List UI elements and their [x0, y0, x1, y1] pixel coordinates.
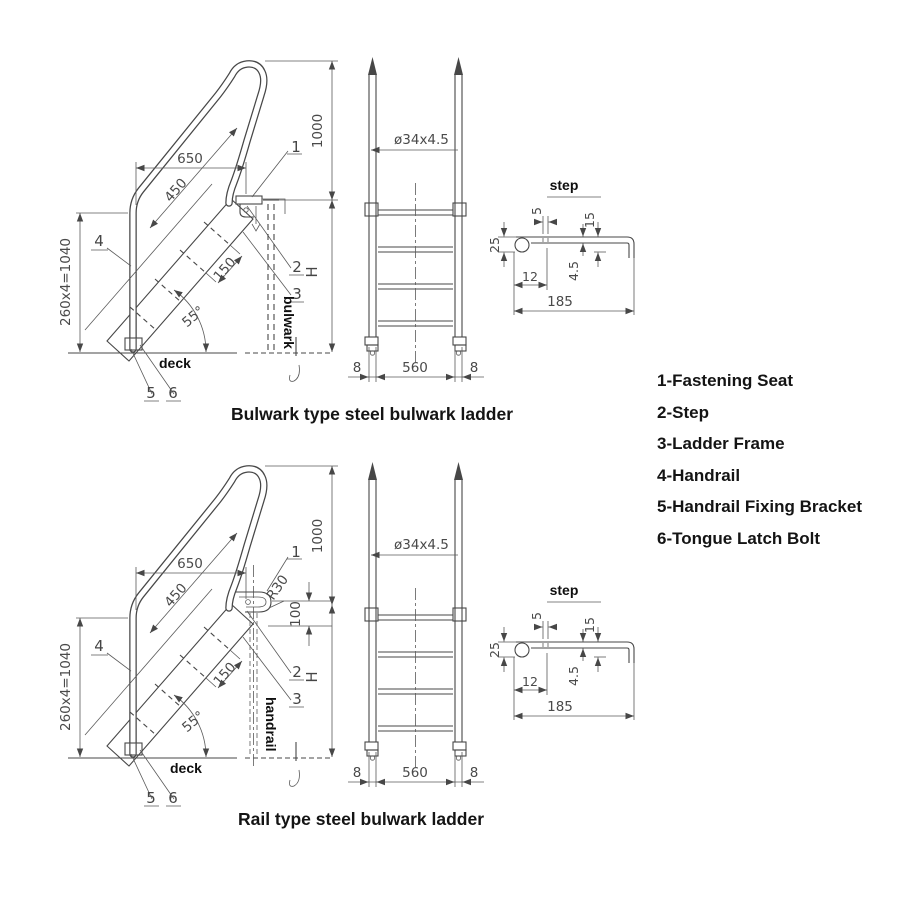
dim-r30: R30 — [264, 572, 292, 603]
hook-seat-inner — [239, 596, 267, 608]
dim-8-right: 8 — [470, 765, 479, 781]
dim-1000: 1000 — [310, 519, 326, 553]
dim-150: 150 — [210, 659, 239, 689]
dim-h: H — [303, 266, 321, 277]
rail-fastening-seat — [236, 556, 332, 767]
dim-100: 100 — [288, 601, 304, 627]
part-label-2: 2 — [292, 663, 302, 681]
dim-left: 260x4=1040 — [58, 238, 74, 326]
dim-15: 15 — [582, 212, 597, 228]
rail-side-view — [68, 466, 338, 806]
bulwark-label: bulwark — [281, 296, 297, 349]
dim-8-left: 8 — [353, 360, 362, 376]
legend-item-1: 1-Fastening Seat — [657, 371, 794, 390]
part-label-3: 3 — [292, 285, 302, 303]
tongue-latch-bolt — [251, 206, 261, 232]
dim-650: 650 — [177, 556, 203, 572]
part-label-5: 5 — [146, 789, 156, 807]
step-title: step — [550, 177, 579, 193]
fastening-seat — [235, 195, 263, 205]
legend-item-3: 3-Ladder Frame — [657, 434, 785, 453]
legend-item-4: 4-Handrail — [657, 465, 741, 485]
part-label-3: 3 — [292, 690, 302, 708]
dim-8-right: 8 — [470, 360, 479, 376]
handrail-label: handrail — [263, 697, 279, 751]
hook-seat-outer — [236, 591, 272, 613]
dim-angle: 55° — [179, 303, 208, 331]
legend-item-2: 2-Step — [657, 402, 709, 422]
deck-label: deck — [159, 355, 191, 371]
dim-450: 450 — [161, 580, 190, 610]
part-label-4: 4 — [94, 637, 104, 655]
rail-ladder-diagram: 650 450 150 55° 260x4=1040 1000 R30 100 … — [58, 462, 634, 807]
dim-185: 185 — [547, 294, 573, 310]
bulwark-front-view — [348, 57, 484, 382]
part-label-6: 6 — [168, 384, 178, 402]
leader-1 — [266, 556, 302, 592]
dim-8-left: 8 — [353, 765, 362, 781]
dim-25: 25 — [487, 237, 502, 253]
part-label-5: 5 — [146, 384, 156, 402]
dim-5: 5 — [529, 612, 544, 620]
legend-item-5: 5-Handrail Fixing Bracket — [657, 497, 863, 516]
dim-25: 25 — [487, 642, 502, 658]
deck-label: deck — [170, 760, 202, 776]
rail-caption: Rail type steel bulwark ladder — [237, 809, 485, 829]
dim-150: 150 — [210, 254, 239, 284]
bulwark-caption: Bulwark type steel bulwark ladder — [230, 404, 514, 424]
dim-5: 5 — [529, 207, 544, 215]
parts-legend: 1-Fastening Seat 2-Step 3-Ladder Frame 4… — [657, 368, 862, 557]
rail-front-view — [348, 462, 484, 787]
dim-h: H — [303, 671, 321, 682]
part-label-2: 2 — [292, 258, 302, 276]
dim-tube: ø34x4.5 — [394, 537, 449, 553]
dim-450: 450 — [161, 175, 190, 205]
dim-left: 260x4=1040 — [58, 643, 74, 731]
dim-4-5: 4.5 — [566, 666, 581, 686]
dim-4-5: 4.5 — [566, 261, 581, 281]
bulwark-wall-lines — [267, 204, 275, 352]
bulwark-ladder-diagram: 650 450 150 55° 260x4=1040 1000 H 1 2 3 … — [58, 57, 634, 402]
dim-15: 15 — [582, 617, 597, 633]
dim-tube: ø34x4.5 — [394, 132, 449, 148]
dim-560: 560 — [402, 765, 428, 781]
leader-1 — [251, 150, 302, 198]
tongue-latch-bolt — [245, 599, 251, 605]
legend-item-6: 6-Tongue Latch Bolt — [657, 528, 821, 548]
dim-12: 12 — [522, 674, 538, 689]
step-title: step — [550, 582, 579, 598]
dim-1000: 1000 — [310, 114, 326, 148]
bulwark-fastening-seat — [235, 150, 338, 352]
dim-12: 12 — [522, 269, 538, 284]
part-label-1: 1 — [291, 543, 301, 561]
dim-650: 650 — [177, 151, 203, 167]
part-label-6: 6 — [168, 789, 178, 807]
dim-angle: 55° — [179, 708, 208, 736]
leader-r30 — [268, 600, 285, 609]
bulwark-side-view — [68, 61, 338, 401]
part-label-1: 1 — [291, 138, 301, 156]
dim-185: 185 — [547, 699, 573, 715]
part-label-4: 4 — [94, 232, 104, 250]
dim-560: 560 — [402, 360, 428, 376]
